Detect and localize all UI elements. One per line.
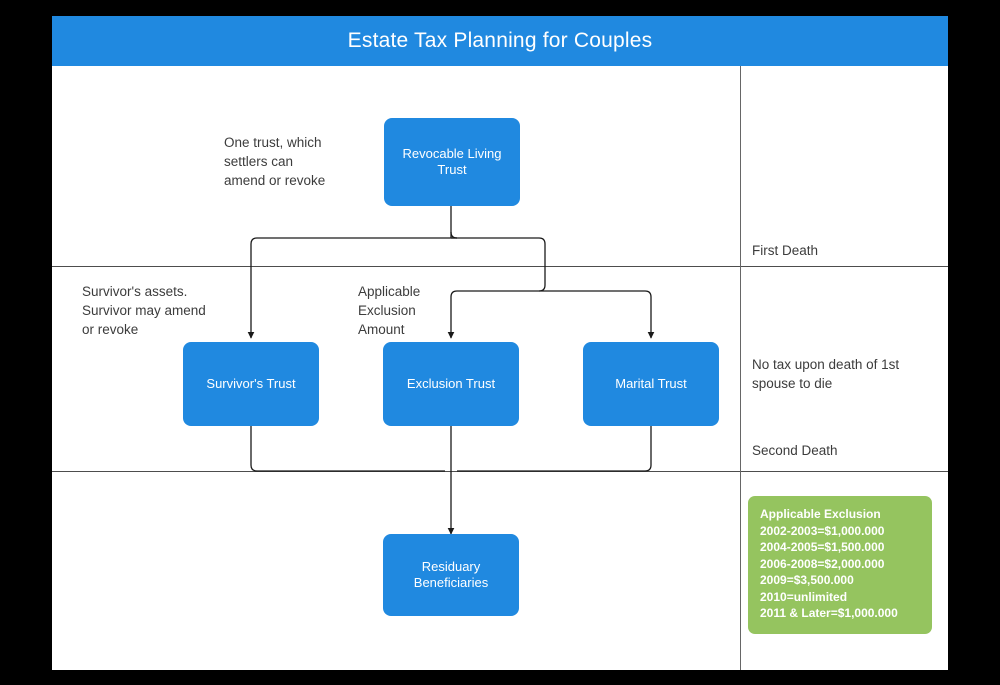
edge-rlt-to-marital-trust	[545, 290, 655, 339]
legend-row: 2010=unlimited	[760, 589, 848, 604]
node-survivors-trust[interactable]: Survivor's Trust	[183, 342, 319, 426]
diagram-title: Estate Tax Planning for Couples	[52, 16, 948, 66]
legend-row: 2004-2005=$1,500.000	[760, 540, 885, 554]
node-revocable-living-trust[interactable]: Revocable Living Trust	[384, 118, 520, 206]
node-marital-trust[interactable]: Marital Trust	[583, 342, 719, 426]
lane-label-second-death: Second Death	[752, 443, 838, 458]
note-survivors-assets: Survivor's assets. Survivor may amend or…	[82, 284, 206, 337]
lane-label-first-death: First Death	[752, 243, 819, 258]
diagram-canvas: Estate Tax Planning for Couples	[52, 16, 948, 670]
legend-row: 2002-2003=$1,000.000	[760, 523, 885, 538]
edge-rlt-trunk	[450, 206, 458, 239]
legend-applicable-exclusion: Applicable Exclusion 2002-2003=$1,000.00…	[748, 496, 932, 634]
legend-row: 2009=$3,500.000	[760, 573, 854, 587]
lane-column-divider	[740, 66, 741, 670]
note-applicable-exclusion-amount: Applicable Exclusion Amount	[358, 284, 421, 337]
legend-row: 2006-2008=$2,000.000	[760, 556, 885, 571]
edge-marital-trust-to-merge	[457, 426, 652, 472]
lane-label-no-tax: No tax upon death of 1st spouse to die	[752, 357, 900, 391]
legend-row: 2011 & Later=$1,000.000	[760, 606, 898, 620]
node-residuary-beneficiaries[interactable]: Residuary Beneficiaries	[383, 534, 519, 616]
edge-survivors-trust-to-merge	[250, 426, 445, 472]
lane-divider-first-death	[52, 266, 948, 267]
note-one-trust: One trust, which settlers can amend or r…	[224, 135, 326, 188]
node-exclusion-trust[interactable]: Exclusion Trust	[383, 342, 519, 426]
legend-heading: Applicable Exclusion	[760, 507, 881, 521]
lane-divider-second-death	[52, 471, 948, 472]
